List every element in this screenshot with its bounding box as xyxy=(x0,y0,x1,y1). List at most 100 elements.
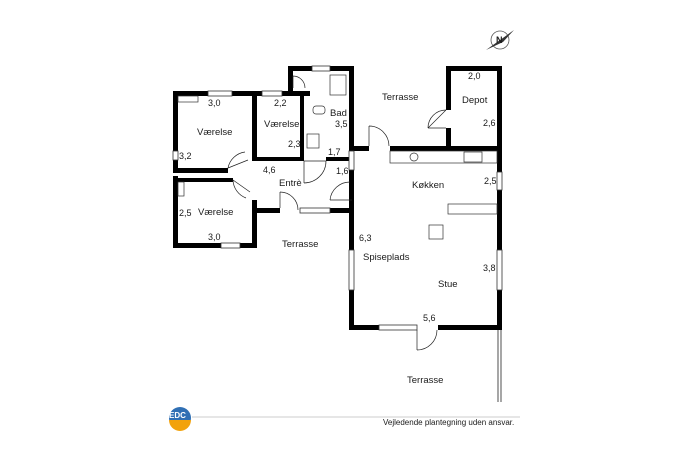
dimension-label: 5,6 xyxy=(423,313,436,323)
wall xyxy=(446,128,451,146)
wall xyxy=(497,66,502,151)
window xyxy=(207,90,233,97)
dimension-label: 3,0 xyxy=(208,232,221,242)
wall xyxy=(326,157,354,161)
dimension-label: 3,0 xyxy=(208,98,221,108)
wall xyxy=(446,66,451,110)
room-label-entre: Entrè xyxy=(279,178,302,189)
room-label-vaerelse-bottom: Værelse xyxy=(198,207,233,218)
dimension-label: 1,6 xyxy=(336,166,349,176)
door-swing xyxy=(416,329,438,351)
compass-north-label: N xyxy=(496,35,503,45)
sink xyxy=(306,133,320,149)
wall xyxy=(240,243,257,248)
wall xyxy=(252,200,257,248)
room-label-kokken: Køkken xyxy=(412,180,444,191)
door-swing xyxy=(329,181,352,201)
wall xyxy=(497,146,502,172)
logo-text: EDC xyxy=(169,411,186,420)
bed xyxy=(177,95,199,103)
door-swing xyxy=(227,151,249,169)
windows xyxy=(172,65,503,331)
door-swing xyxy=(368,125,390,147)
wall xyxy=(438,325,502,330)
wall xyxy=(497,190,502,250)
wall xyxy=(390,146,502,151)
dimension-labels: 3,0 3,2 2,2 2,3 3,5 1,7 4,6 1,6 2,5 3,0 … xyxy=(179,71,497,323)
window xyxy=(299,207,331,214)
compass: N xyxy=(486,30,514,50)
window xyxy=(496,249,503,291)
dimension-label: 2,5 xyxy=(179,208,192,218)
room-label-spiseplads: Spiseplads xyxy=(363,252,410,263)
wall xyxy=(349,146,369,151)
room-label-stue: Stue xyxy=(438,279,458,290)
room-label-vaerelse-small: Værelse xyxy=(264,119,299,130)
dimension-label: 2,0 xyxy=(468,71,481,81)
dimension-label: 2,2 xyxy=(274,98,287,108)
dimension-label: 2,6 xyxy=(483,118,496,128)
dimension-label: 3,5 xyxy=(335,119,348,129)
wall xyxy=(349,170,354,250)
edc-logo: EDC xyxy=(169,407,191,431)
bed xyxy=(177,181,185,197)
dimension-label: 2,5 xyxy=(484,176,497,186)
wall xyxy=(252,91,257,159)
shower xyxy=(329,74,347,96)
room-label-vaerelse-top: Værelse xyxy=(197,127,232,138)
window xyxy=(348,150,355,171)
compass-needle-icon xyxy=(486,30,514,50)
wall xyxy=(173,176,178,246)
window xyxy=(261,90,283,97)
room-labels: Værelse Værelse Bad Entrè Værelse Køkken… xyxy=(197,92,488,386)
wall xyxy=(349,128,354,146)
wall xyxy=(173,91,178,151)
wall xyxy=(288,66,312,71)
wall xyxy=(173,168,228,173)
wall xyxy=(173,160,178,168)
disclaimer-text: Vejledende plantegning uden ansvar. xyxy=(383,418,515,427)
dining-table xyxy=(428,224,444,240)
wall xyxy=(173,178,233,182)
door-swing xyxy=(232,179,251,199)
door-swing xyxy=(292,75,306,89)
kitchen-island xyxy=(447,203,498,215)
sink-icon xyxy=(409,152,419,162)
stove-icon xyxy=(463,151,483,163)
room-label-terrasse-left: Terrasse xyxy=(282,239,318,250)
window xyxy=(220,242,241,249)
dimension-label: 3,8 xyxy=(483,263,496,273)
room-label-terrasse-top: Terrasse xyxy=(382,92,418,103)
window xyxy=(496,171,503,191)
dimension-label: 1,7 xyxy=(328,147,341,157)
dimension-label: 2,3 xyxy=(288,139,301,149)
wall xyxy=(349,290,354,330)
wall xyxy=(330,66,354,71)
room-label-depot: Depot xyxy=(462,95,488,106)
dimension-label: 4,6 xyxy=(263,165,276,175)
wall xyxy=(446,66,502,71)
logo-swoosh xyxy=(169,420,191,431)
wall xyxy=(497,290,502,330)
terrace-boards xyxy=(497,330,502,402)
wall xyxy=(252,157,304,161)
door-swing xyxy=(427,109,447,129)
toilet xyxy=(312,105,326,115)
door-swing xyxy=(279,191,299,211)
walls xyxy=(173,66,502,330)
wall xyxy=(300,96,304,161)
wall xyxy=(349,66,354,128)
door-swing xyxy=(303,160,327,184)
wall xyxy=(349,325,379,330)
window xyxy=(311,65,331,72)
wall xyxy=(252,208,280,213)
wall xyxy=(330,208,354,213)
fixtures xyxy=(177,74,498,240)
room-label-bad: Bad xyxy=(330,108,347,119)
window xyxy=(348,249,355,291)
wall xyxy=(173,243,221,248)
window xyxy=(172,150,179,161)
doors xyxy=(227,75,447,351)
dimension-label: 3,2 xyxy=(179,151,192,161)
